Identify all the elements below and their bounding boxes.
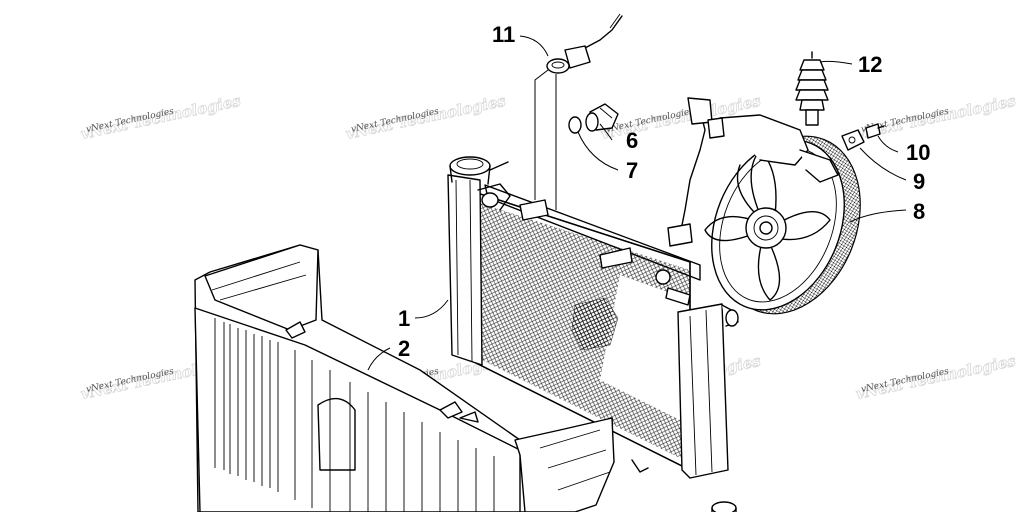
- shroud-part: [194, 244, 615, 512]
- callout-6: 6: [626, 128, 638, 153]
- callout-10: 10: [906, 140, 930, 165]
- callout-2: 2: [398, 336, 410, 361]
- o-ring-part: [568, 116, 582, 134]
- bolt-part: [865, 123, 885, 139]
- callout-11: 11: [492, 22, 515, 47]
- bracket-part: [841, 129, 865, 151]
- callout-9: 9: [913, 169, 925, 194]
- callout-7: 7: [626, 158, 638, 183]
- leader-lines: [367, 35, 907, 371]
- callout-12: 12: [858, 52, 882, 77]
- radiator-part: [447, 156, 739, 512]
- fan-assembly-part: [667, 97, 861, 315]
- callout-1: 1: [398, 306, 410, 331]
- temp-sender-part: [546, 13, 623, 74]
- callout-8: 8: [913, 199, 925, 224]
- fan-switch-part: [585, 103, 619, 132]
- spring-part: [795, 51, 829, 126]
- callout-labels: 11 12 6 7 10 9 8 1 2: [398, 22, 930, 361]
